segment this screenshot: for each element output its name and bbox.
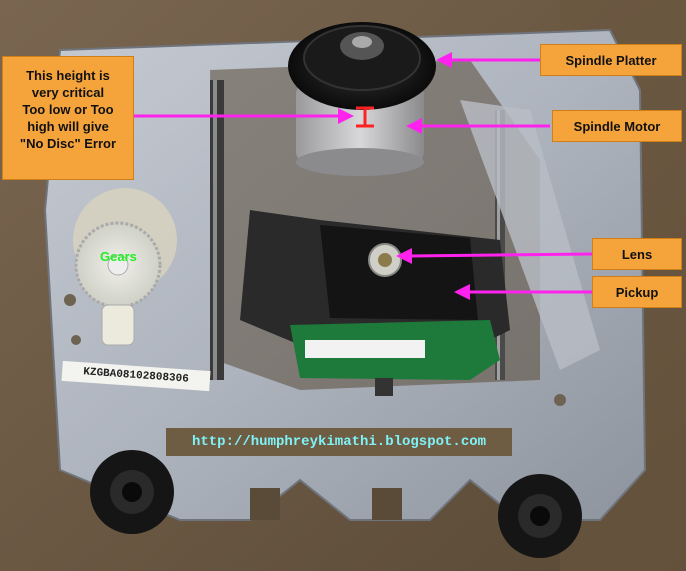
- pickup-label: Pickup: [592, 276, 682, 308]
- lens-label: Lens: [592, 238, 682, 270]
- height-critical-note: This height is very critical Too low or …: [2, 56, 134, 180]
- note-line: very critical: [31, 85, 105, 100]
- blog-url-watermark: http://humphreykimathi.blogspot.com: [166, 428, 512, 456]
- note-line: "No Disc" Error: [19, 136, 117, 151]
- spindle-motor-label: Spindle Motor: [552, 110, 682, 142]
- note-line: Too low or Too: [22, 102, 114, 117]
- gears-label: Gears: [100, 249, 137, 264]
- spindle-platter-label: Spindle Platter: [540, 44, 682, 76]
- note-line: This height is: [26, 68, 110, 83]
- note-line: high will give: [27, 119, 109, 134]
